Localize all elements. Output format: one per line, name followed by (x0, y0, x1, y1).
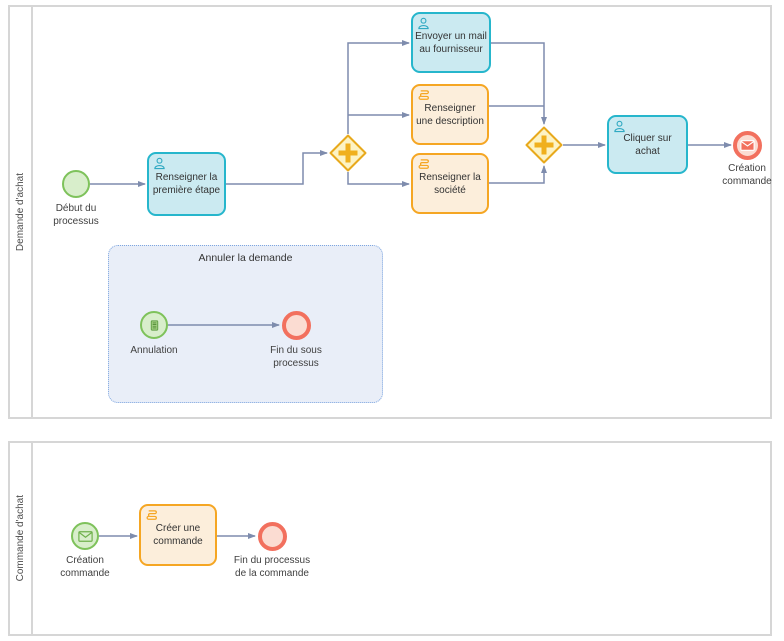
flow-split-to-envoyer-mail[interactable] (347, 40, 410, 134)
envelope-icon (77, 530, 93, 542)
task-envoyer-mail-fournisseur[interactable]: Envoyer un mail au fournisseur (411, 12, 491, 73)
end-event-label: Fin du sous processus (270, 345, 322, 369)
script-icon (418, 159, 429, 169)
flow-split-to-societe[interactable] (347, 172, 410, 187)
end-event-fin-sous-processus[interactable] (282, 311, 311, 340)
task-label: Cliquer sur achat (623, 132, 672, 157)
script-icon (146, 510, 157, 520)
flow-envoyer-mail-to-join[interactable] (489, 42, 547, 125)
end-event-label: Création commande (722, 163, 772, 187)
envelope-icon (740, 140, 755, 151)
task-label: Créer une commande (153, 523, 203, 547)
message-end-event-creation-commande[interactable] (733, 131, 762, 160)
parallel-gateway-join[interactable] (525, 126, 563, 164)
parallel-gateway-split[interactable] (329, 134, 367, 172)
parallel-gateway-icon (525, 126, 563, 164)
task-cliquer-sur-achat[interactable]: Cliquer sur achat (607, 115, 688, 174)
parallel-gateway-icon (329, 134, 367, 172)
flow-premiere-etape-to-split[interactable] (226, 150, 328, 185)
task-creer-une-commande[interactable]: Créer une commande (139, 504, 217, 566)
end-event-label: Fin du processus de la commande (233, 555, 311, 579)
message-start-event-creation-commande[interactable] (71, 522, 99, 550)
task-label: Renseigner la société (419, 171, 481, 196)
task-renseigner-societe[interactable]: Renseigner la société (411, 153, 489, 214)
start-event-label: Début du processus (53, 203, 99, 227)
task-renseigner-description[interactable]: Renseigner une description (411, 84, 489, 145)
start-event-debut-processus[interactable] (62, 170, 90, 198)
lane-header-commande[interactable]: Commande d'achat (10, 443, 33, 634)
user-icon (154, 157, 165, 170)
start-event-label: Annulation (130, 345, 178, 356)
flow-societe-to-join[interactable] (489, 165, 547, 184)
subprocess-title: Annuler la demande (198, 252, 293, 264)
user-icon (418, 17, 429, 30)
script-icon (418, 90, 429, 100)
lane-header-demande[interactable]: Demande d'achat (10, 7, 33, 417)
end-event-fin-processus-commande[interactable] (258, 522, 287, 551)
start-event-label: Création commande (60, 555, 110, 579)
task-label: Renseigner une description (416, 102, 484, 127)
user-icon (614, 120, 625, 133)
task-label: Renseigner la première étape (152, 172, 221, 196)
task-label: Envoyer un mail au fournisseur (415, 30, 487, 55)
task-renseigner-premiere-etape[interactable]: Renseigner la première étape (147, 152, 226, 216)
start-event-annulation[interactable] (140, 311, 168, 339)
document-icon (150, 319, 158, 331)
